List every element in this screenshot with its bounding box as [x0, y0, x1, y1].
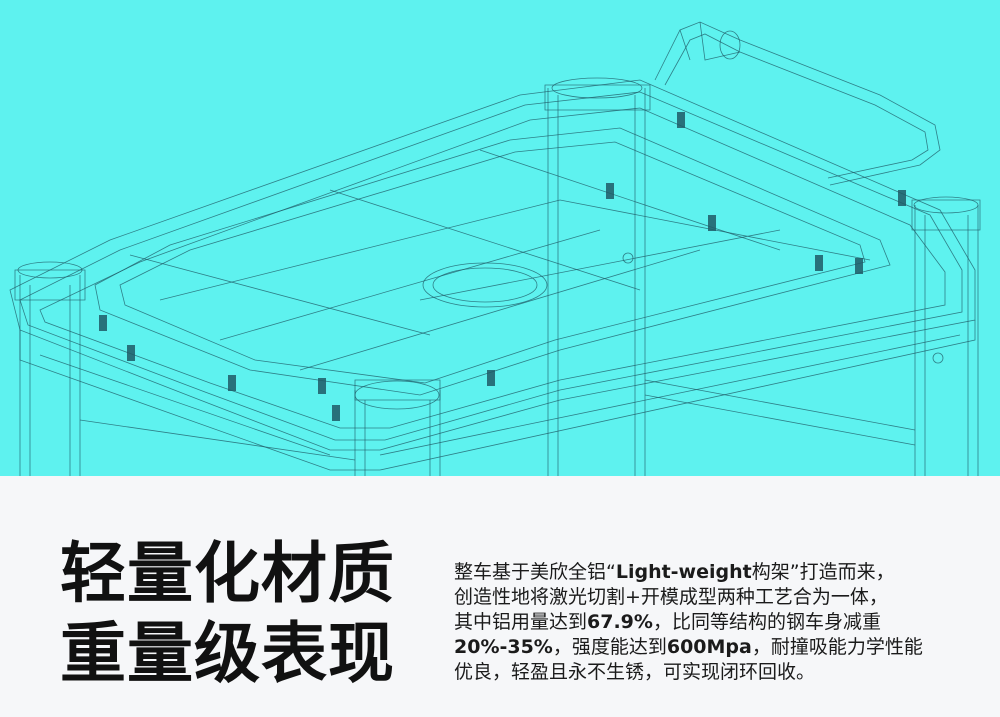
description: 整车基于美欣全铝“Light-weight构架”打造而来， 创造性地将激光切割+… [454, 560, 954, 685]
text-panel [0, 476, 1000, 717]
hero-illustration [0, 0, 1000, 476]
headline-line-2: 重量级表现 [60, 615, 395, 692]
headline: 轻量化材质 重量级表现 [60, 534, 395, 694]
description-line-2: 创造性地将激光切割+开模成型两种工艺合为一体， [454, 586, 888, 608]
corner-post-left [14, 261, 86, 476]
corner-post-front [354, 379, 441, 476]
description-line-4: 20%-35%，强度能达到600Mpa，耐撞吸能力学性能 [454, 636, 923, 658]
corner-post-back [544, 77, 651, 476]
corner-post-right [911, 196, 981, 476]
description-line-5: 优良，轻盈且永不生锈，可实现闭环回收。 [454, 661, 816, 683]
frame-wireframe [9, 21, 981, 476]
headline-line-1: 轻量化材质 [60, 535, 395, 612]
description-line-1: 整车基于美欣全铝“Light-weight构架”打造而来， [454, 561, 895, 583]
description-line-3: 其中铝用量达到67.9%，比同等结构的钢车身减重 [454, 611, 881, 633]
